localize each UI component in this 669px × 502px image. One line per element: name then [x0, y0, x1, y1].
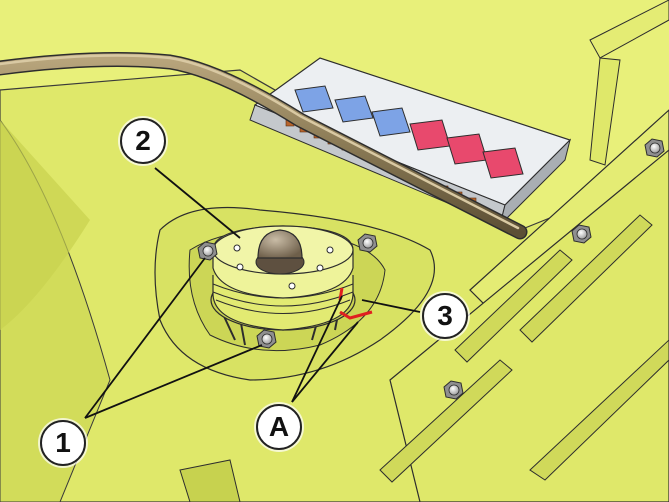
bolt-3: [256, 329, 277, 349]
fuse-blue-1: [294, 85, 334, 113]
marker-red-2: [339, 310, 373, 320]
leader-2: [154, 167, 241, 239]
callout-1: 1: [40, 420, 86, 466]
fuse-blue-3: [371, 107, 411, 137]
bolt-6: [443, 380, 464, 400]
callout-2: 2: [120, 118, 166, 164]
leader-A-b: [291, 321, 359, 403]
tube: [0, 53, 526, 238]
bolt-1: [197, 241, 218, 261]
leader-3: [361, 299, 421, 313]
bolt-icon: [197, 138, 665, 400]
bolt-2: [357, 233, 378, 253]
leader-1a: [84, 257, 206, 419]
slot-1: [454, 249, 573, 363]
bracket-top: [589, 0, 669, 59]
bolt-4: [644, 138, 665, 158]
tube-highlight: [0, 54, 520, 230]
left-shadow: [0, 120, 90, 330]
leader-lines: [84, 167, 421, 419]
slot-2: [519, 214, 653, 343]
slot-3: [379, 359, 513, 483]
strut-mount-icon: [210, 225, 356, 346]
fuse-red-3: [482, 147, 524, 179]
leader-A-a: [291, 295, 343, 403]
leader-1b: [84, 344, 263, 419]
callout-3: 3: [422, 293, 468, 339]
foreground-part: [179, 459, 241, 502]
strut-cap: [257, 229, 303, 259]
fuse-blue-2: [334, 95, 374, 123]
bracket-post: [589, 57, 621, 166]
callout-A: A: [256, 404, 302, 450]
bolt-5: [571, 224, 592, 244]
slot-4: [529, 339, 669, 481]
